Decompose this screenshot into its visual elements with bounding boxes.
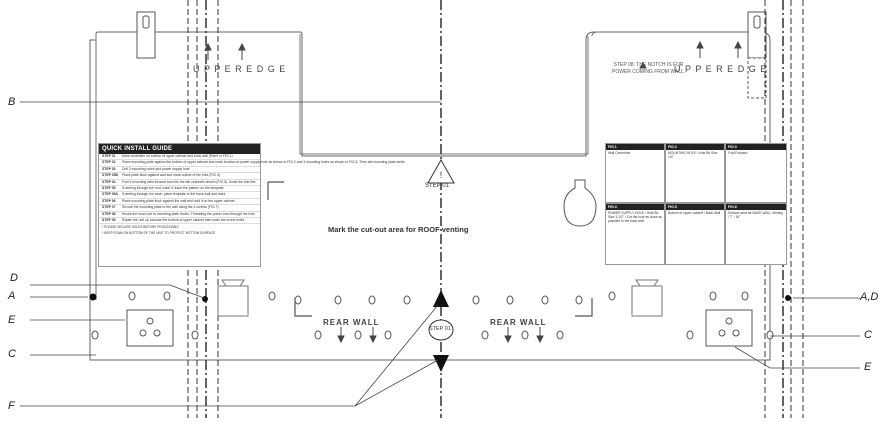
anchor-dot-right	[785, 295, 791, 301]
guide-step-number: STEP 08	[102, 211, 116, 216]
fig-4-title: FIG.4	[606, 204, 664, 210]
fig-3-title: FIG.3	[726, 144, 786, 150]
guide-step-text: Drill 3 mounting holes and power supply …	[122, 166, 191, 171]
rear-wall-label-right: REAR WALL	[490, 318, 547, 327]
guide-step-number: STEP 04	[102, 179, 116, 184]
guide-step-number: STEP 01	[102, 154, 116, 158]
notch-note-line2: POWER COMING FROM WALL.	[612, 69, 686, 75]
callout-f: F	[8, 400, 15, 412]
guide-step-text: If venting through the back, place templ…	[122, 192, 226, 197]
fig-5-title: FIG.5	[666, 204, 724, 210]
guide-step-row: STEP 09 Rotate the unit up towards the bo…	[99, 218, 260, 225]
guide-step-row: STEP 02 Place mounting plate against the …	[99, 160, 406, 167]
fig-5-text: Bottom of upper cabinet / Back Wall	[668, 211, 721, 215]
guide-step-number: STEP 03	[102, 166, 116, 171]
plate-outline	[89, 31, 771, 361]
callout-ad-right: A,D	[860, 291, 879, 303]
upper-edge-label-left: U P P E R E D G E	[193, 64, 287, 74]
callout-b: B	[8, 96, 16, 108]
rear-wall-label-left: REAR WALL	[323, 318, 380, 327]
guide-step-text: Secure the mounting plate to the wall us…	[122, 205, 219, 210]
outlet-plate-left	[126, 309, 174, 347]
guide-step-number: STEP 09	[102, 218, 116, 223]
guide-step-text: Rotate the unit up towards the bottom of…	[122, 218, 245, 223]
rear-wall-arrows	[337, 327, 544, 344]
guide-title: QUICK INSTALL GUIDE	[99, 144, 260, 154]
guide-step-text: If venting through the roof, mark it, tr…	[122, 186, 224, 191]
guide-step-number: STEP 03B	[102, 173, 118, 178]
guide-step-number: STEP 02	[102, 160, 116, 165]
guide-steps: STEP 01 Mark centerline on bottom of uppe…	[99, 154, 406, 225]
upper-edge-label-right: U P P E R E D G E	[674, 64, 768, 74]
fig-2-title: FIG.2	[666, 144, 724, 150]
step-label-bottom: STEP 01	[429, 326, 451, 332]
guide-step-number: STEP 06	[102, 198, 116, 203]
fig-2-text: MOUNTING HOLE / Hole Bit Size 1/4"	[668, 151, 718, 159]
mounting-holes	[91, 291, 774, 340]
guide-step-row: STEP 04 Fold 3 mounting tabs forward and …	[99, 179, 260, 187]
guide-step-row: STEP 05 If venting through the roof, mark…	[99, 186, 260, 193]
svg-text:!: !	[440, 170, 443, 180]
fig-6-title: FIG.6	[726, 204, 786, 210]
fig-1-title: FIG.1	[606, 144, 664, 150]
down-arrow-icon	[433, 355, 449, 372]
callout-c-right: C	[864, 329, 872, 341]
callout-c-left: C	[8, 348, 16, 360]
guide-step-number: STEP 05	[102, 186, 116, 191]
callout-d: D	[10, 272, 18, 284]
quick-install-guide: QUICK INSTALL GUIDE STEP 01 Mark centerli…	[98, 143, 406, 267]
guide-step-number: STEP 05A	[102, 192, 118, 197]
up-arrow-icon	[433, 290, 449, 307]
guide-step-text: Fold 3 mounting tabs forward and into th…	[122, 179, 257, 184]
notch-note-line1: STEP 08: THE NOTCH IS FOR	[613, 62, 684, 68]
outlet-plate-right	[705, 309, 753, 347]
guide-step-text: Place mounting plate against the bottom …	[122, 160, 406, 165]
cutout-instruction: Mark the cut-out area for ROOF venting	[328, 225, 469, 234]
guide-step-row: STEP 06 Place mounting plate flush agains…	[99, 198, 260, 206]
guide-note-2: * KEEP FOAM ON BOTTOM OF THE UNIT TO PRO…	[102, 231, 216, 236]
hang-tab-left	[136, 11, 156, 59]
guide-step-text: Place mounting plate flush against the w…	[122, 198, 235, 203]
guide-step-text: Mount the hood unit to mounting plate ho…	[122, 211, 256, 216]
guide-step-row: STEP 05A If venting through the back, pla…	[99, 192, 260, 199]
anchor-dot-d-left	[202, 296, 208, 302]
guide-step-text: Place plate flush against wall and mark …	[122, 173, 221, 178]
upper-edge-arrows-left	[204, 42, 246, 60]
guide-step-number: STEP 07	[102, 205, 116, 210]
guide-step-row: STEP 07 Secure the mounting plate to the …	[99, 205, 260, 212]
fig-3-text: Fold Forward	[728, 151, 748, 155]
fig-6-text: Surface area for BACK WALL Venting / 7" …	[728, 211, 784, 219]
anchor-dot-a-left	[89, 293, 97, 301]
step-label-top: STEP 01	[425, 183, 449, 189]
fig-4-text: POWER SUPPLY HOLE / Hole Bit Size 1-1/2"…	[608, 211, 662, 223]
circle-cutout	[563, 179, 597, 227]
notch-note: STEP 08: THE NOTCH IS FOR POWER COMING F…	[612, 62, 685, 76]
guide-step-text: Mark centerline on bottom of upper cabin…	[122, 154, 233, 158]
guide-step-row: STEP 08 Mount the hood unit to mounting p…	[99, 211, 260, 219]
guide-step-row: STEP 01 Mark centerline on bottom of uppe…	[99, 154, 260, 161]
guide-step-row: STEP 03 Drill 3 mounting holes and power …	[99, 166, 260, 174]
warning-triangle-icon	[427, 158, 455, 184]
callout-e-left: E	[8, 314, 16, 326]
callout-e-right: E	[864, 361, 872, 373]
upper-edge-arrows-right	[639, 40, 742, 69]
fig-1-text: Wall Centerline	[608, 151, 631, 155]
guide-step-row: STEP 03B Place plate flush against wall a…	[99, 173, 260, 180]
hang-tab-right	[747, 11, 767, 59]
guide-note-1: * PLEASE SECURE HOLES BEFORE PROCEEDING	[102, 225, 179, 230]
callout-a-left: A	[8, 290, 16, 302]
